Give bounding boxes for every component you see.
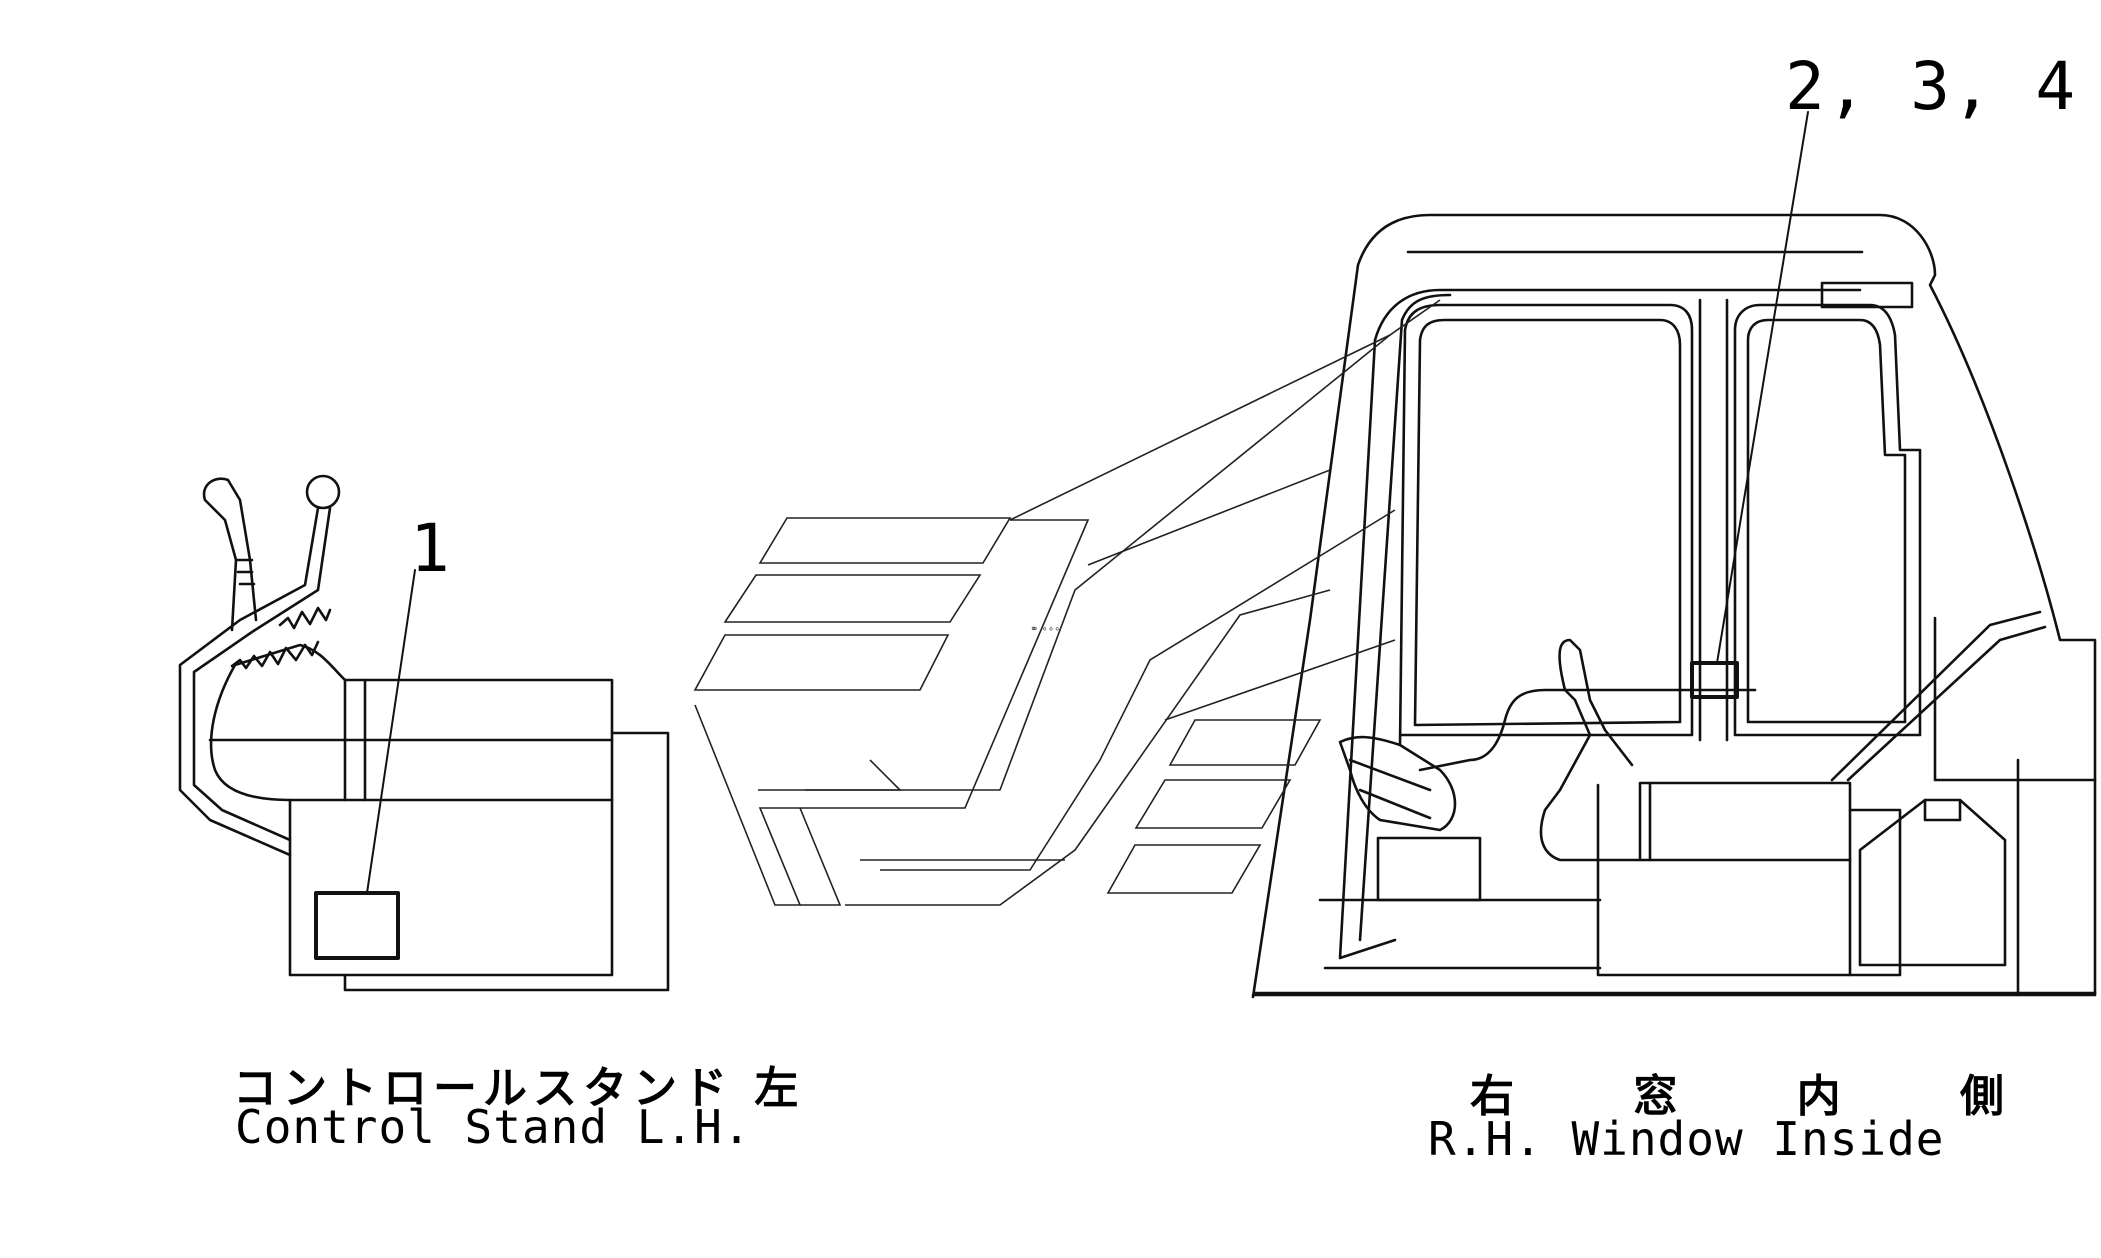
caption-right-en: R.H. Window Inside [1428,1112,1945,1166]
control-stand-illustration [178,474,670,992]
callout-items-2-3-4: 2, 3, 4 [1785,48,2078,125]
cab-illustration [1251,111,2097,999]
decal-sheets: ⚭ ∘∘∘ [693,299,1441,906]
callout-item-1: 1 [410,510,452,587]
caption-left-en: Control Stand L.H. [235,1100,752,1154]
caption-right-jp: 右 窓 内 側 [1470,1071,2056,1122]
caption-left-jp: コントロールスタンド 左 [233,1063,805,1114]
svg-text:⚭ ∘∘∘: ⚭ ∘∘∘ [1030,624,1060,635]
